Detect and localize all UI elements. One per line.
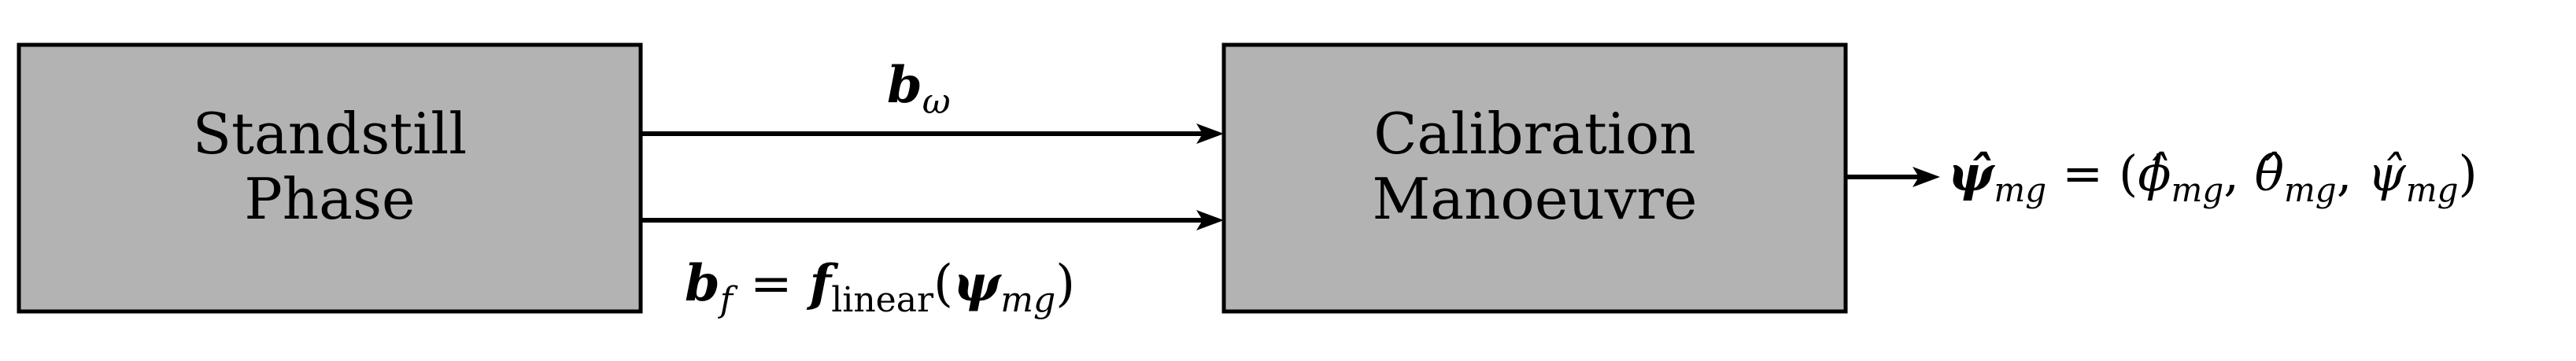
arrowhead-icon	[1196, 210, 1224, 230]
arrowhead-icon	[1196, 123, 1224, 144]
output-arrow	[1846, 167, 1940, 187]
arrowhead-icon	[1913, 167, 1940, 187]
accel-bias-label: bf=flinear(ψmg)	[685, 254, 1075, 320]
gyro-bias-arrow	[641, 123, 1224, 144]
output-estimate-label: ψ̂mg=(ϕ̂mg, θ̂mg, ψ̂mg)	[1948, 145, 2478, 209]
calibration-label-line2: Manoeuvre	[1372, 166, 1697, 232]
standstill-label-line2: Phase	[244, 166, 415, 232]
gyro-bias-label: bω	[887, 56, 951, 122]
standstill-phase-block: Standstill Phase	[17, 42, 643, 314]
calibration-label-line1: Calibration	[1373, 101, 1695, 167]
calibration-manoeuvre-block: Calibration Manoeuvre	[1221, 42, 1848, 314]
standstill-label-line1: Standstill	[193, 101, 468, 167]
accel-bias-arrow	[641, 210, 1224, 230]
